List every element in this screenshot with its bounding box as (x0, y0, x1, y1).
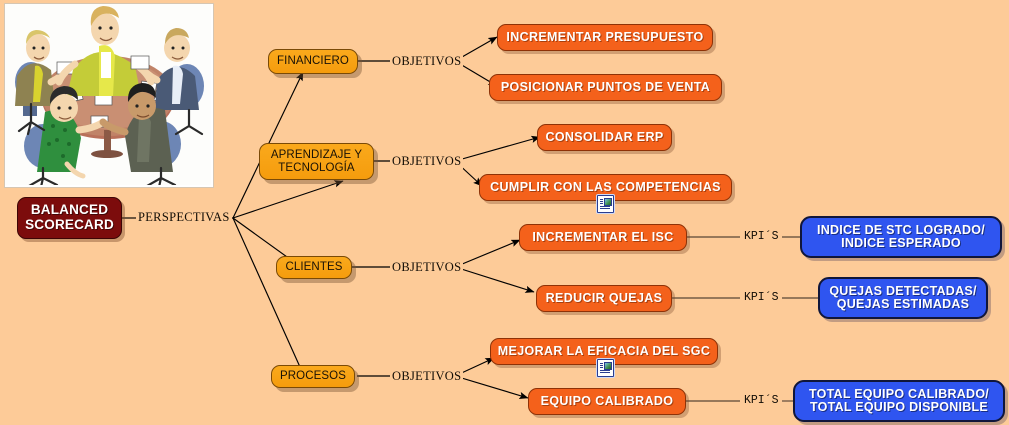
objective-node-reducir-quejas[interactable]: REDUCIR QUEJAS (536, 285, 672, 312)
meeting-illustration (4, 3, 214, 188)
kpi-node-indice-stc-logrado[interactable]: INDICE DE STC LOGRADO/ INDICE ESPERADO (800, 216, 1002, 258)
objective-node-incrementar-el-isc[interactable]: INCREMENTAR EL ISC (519, 224, 687, 251)
edge-label-kpis-incrementar-isc: KPI´S (742, 230, 781, 243)
kpi-node-quejas-detectadas[interactable]: QUEJAS DETECTADAS/ QUEJAS ESTIMADAS (818, 277, 988, 319)
objective-node-consolidar-erp[interactable]: CONSOLIDAR ERP (537, 124, 672, 151)
root-node-balanced-scorecard[interactable]: BALANCED SCORECARD (17, 197, 122, 239)
perspective-node-clientes[interactable]: CLIENTES (276, 256, 352, 279)
edge-label-kpis-equipo-calibrado: KPI´S (742, 394, 781, 407)
perspective-node-aprendizaje-y-tecnologia[interactable]: APRENDIZAJE Y TECNOLOGÍA (259, 143, 374, 180)
edge-label-objetivos-financiero: OBJETIVOS (390, 54, 464, 69)
note-attachment-icon[interactable] (597, 359, 614, 377)
kpi-node-total-equipo-calibrado[interactable]: TOTAL EQUIPO CALIBRADO/ TOTAL EQUIPO DIS… (793, 380, 1005, 422)
objective-node-posicionar-puntos-de-venta[interactable]: POSICIONAR PUNTOS DE VENTA (489, 74, 722, 101)
edge-label-objetivos-procesos: OBJETIVOS (390, 369, 464, 384)
edge-label-objetivos-clientes: OBJETIVOS (390, 260, 464, 275)
perspective-node-procesos[interactable]: PROCESOS (271, 365, 355, 388)
edge-label-kpis-reducir-quejas: KPI´S (742, 291, 781, 304)
objective-node-incrementar-presupuesto[interactable]: INCREMENTAR PRESUPUESTO (497, 24, 713, 51)
edge-label-perspectivas: PERSPECTIVAS (136, 210, 232, 225)
perspective-node-financiero[interactable]: FINANCIERO (268, 49, 358, 74)
objective-node-equipo-calibrado[interactable]: EQUIPO CALIBRADO (528, 388, 686, 415)
note-attachment-icon[interactable] (597, 195, 614, 213)
edge-label-objetivos-aprendizaje: OBJETIVOS (390, 154, 464, 169)
